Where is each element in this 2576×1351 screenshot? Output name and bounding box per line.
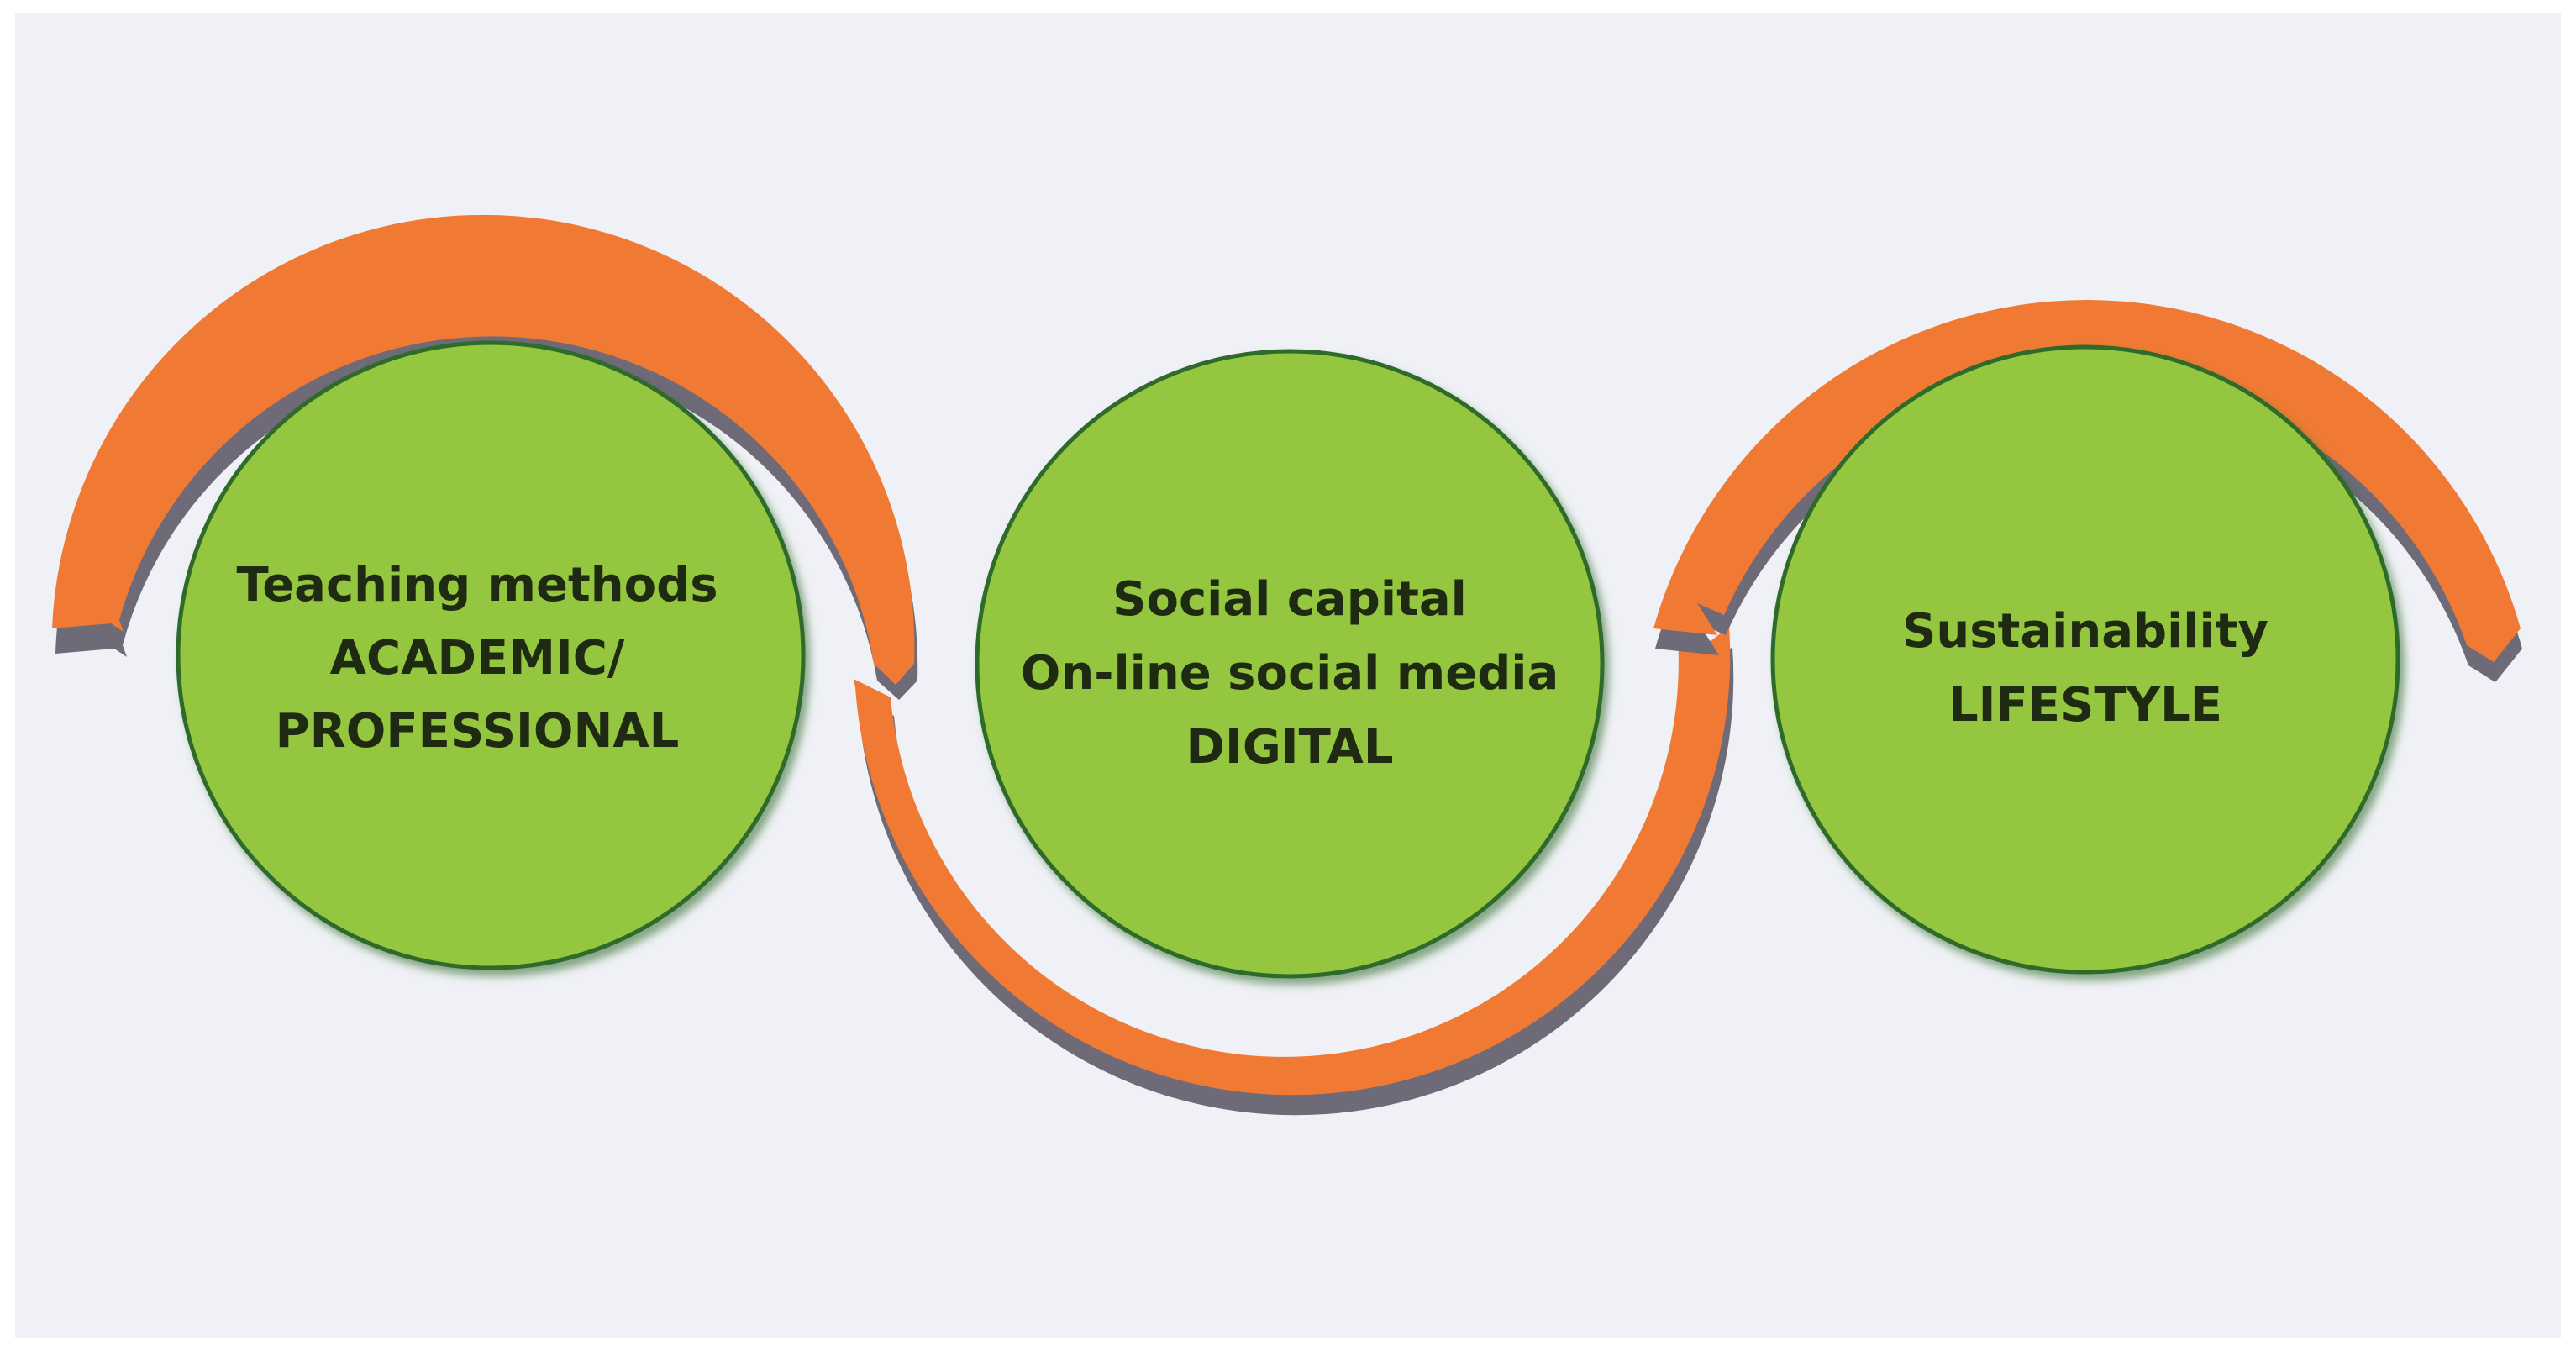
node-teaching-line-3: PROFESSIONAL (276, 704, 680, 759)
node-sustainability-circle (1770, 344, 2400, 975)
left-arc-arrow (52, 214, 918, 700)
node-social-line-3: DIGITAL (1186, 720, 1394, 775)
node-sustainability-line-2: LIFESTYLE (1948, 678, 2222, 733)
node-teaching-line-2: ACADEMIC/ (330, 631, 625, 686)
node-sustainability-line-1: Sustainability (1902, 604, 2268, 659)
node-social: Social capital On-line social media DIGI… (975, 349, 1605, 979)
node-sustainability: Sustainability LIFESTYLE (1770, 344, 2400, 975)
node-social-line-1: Social capital (1112, 572, 1467, 627)
node-teaching-line-1: Teaching methods (236, 558, 718, 612)
node-teaching: Teaching methods ACADEMIC/ PROFESSIONAL (176, 340, 806, 970)
node-social-line-2: On-line social media (1021, 646, 1559, 701)
node-social-circle (975, 349, 1605, 979)
node-teaching-circle (176, 340, 806, 970)
right-arc-arrow (1653, 300, 2522, 682)
